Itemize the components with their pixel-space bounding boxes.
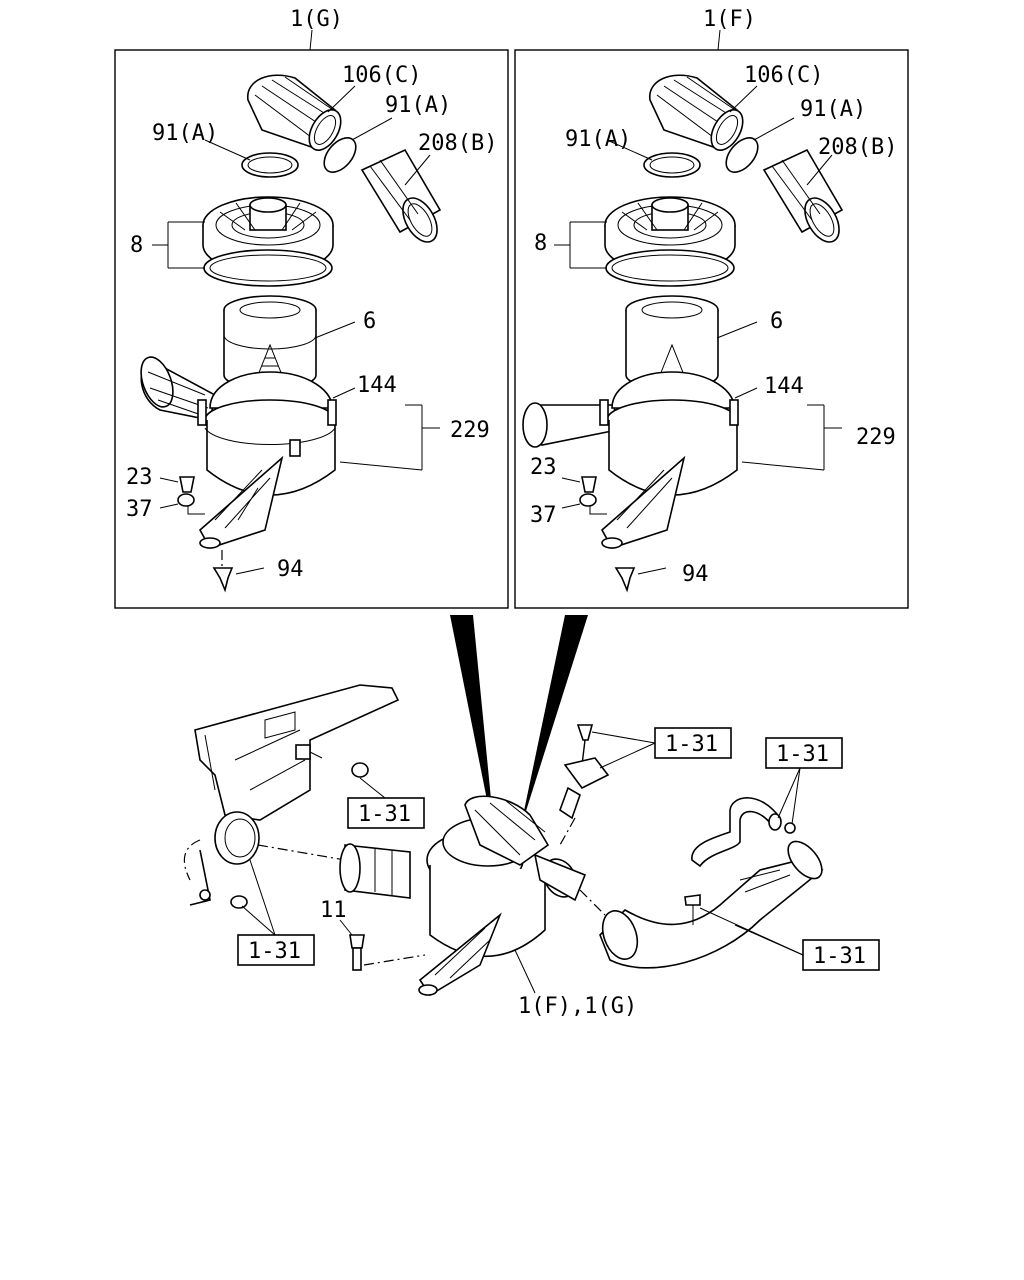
sensor-bracket-icon — [559, 724, 610, 820]
label-8: 8 — [130, 233, 143, 258]
intake-pipe-icon — [599, 840, 824, 969]
bolt-11-icon — [349, 934, 365, 971]
label-94: 94 — [682, 562, 709, 587]
dust-valve-bracket-icon — [198, 455, 284, 549]
filter-element-6-icon — [625, 295, 719, 390]
clip-icon — [684, 894, 701, 906]
label-37: 37 — [530, 503, 557, 528]
label-229: 229 — [856, 425, 896, 450]
label-106c: 106(C) — [744, 63, 823, 88]
intake-duct-208b-icon — [762, 148, 844, 243]
grommet-37-icon — [579, 493, 597, 507]
label-106c: 106(C) — [342, 63, 421, 88]
panel-1g: 1(G) 106(C) 91(A) 91(A) 208(B) — [114, 7, 509, 609]
ref-box-bottom-left: 1-31 — [237, 859, 315, 966]
svg-text:1-31: 1-31 — [248, 939, 301, 964]
cover-8-icon — [202, 196, 334, 287]
housing-229-icon — [522, 371, 739, 496]
label-23: 23 — [530, 455, 557, 480]
label-8: 8 — [534, 231, 547, 256]
elbow-hose-106c-icon — [247, 74, 342, 152]
frame-rail-icon — [183, 684, 400, 909]
ref-box-top-right-b: 1-31 — [765, 737, 843, 825]
grommet-37-icon — [177, 493, 195, 507]
label-23: 23 — [126, 465, 153, 490]
ref-box-top-right-a: 1-31 — [591, 727, 732, 769]
valve-94-icon — [212, 567, 234, 593]
assembly-view: 11 1(F),1(G) 1-31 1-31 1-31 1-31 — [183, 615, 880, 1019]
intake-duct-208b-icon — [360, 148, 442, 243]
svg-text:1-31: 1-31 — [358, 802, 411, 827]
panel-1g-frame — [114, 49, 509, 609]
label-208b: 208(B) — [418, 131, 497, 156]
plug-23-icon — [581, 476, 597, 493]
label-144: 144 — [764, 374, 804, 399]
label-11: 11 — [320, 898, 347, 923]
plug-23-icon — [179, 476, 195, 493]
svg-text:1-31: 1-31 — [776, 742, 829, 767]
label-37: 37 — [126, 497, 153, 522]
panel-1g-title: 1(G) — [290, 7, 343, 32]
panel-1g-title-leader — [309, 29, 313, 51]
cover-8-icon — [604, 196, 736, 287]
label-91a-top: 91(A) — [385, 93, 451, 118]
panel-1f-title: 1(F) — [703, 7, 756, 32]
breather-hose-icon — [691, 797, 796, 868]
pointer-wedge-left — [450, 615, 495, 840]
dust-valve-bracket-icon — [600, 455, 686, 549]
label-208b: 208(B) — [818, 135, 897, 160]
label-91a-top: 91(A) — [800, 97, 866, 122]
valve-94-icon — [614, 567, 636, 593]
label-1f-1g: 1(F),1(G) — [518, 994, 637, 1019]
label-94: 94 — [277, 557, 304, 582]
ref-box-top-left: 1-31 — [347, 777, 425, 829]
label-144: 144 — [357, 373, 397, 398]
ref-box-bottom-right: 1-31 — [699, 907, 880, 971]
pointer-wedge-right — [520, 615, 588, 830]
panel-1f-frame — [514, 49, 909, 609]
label-91a-left: 91(A) — [152, 121, 218, 146]
air-cleaner-assembly-icon — [339, 795, 587, 997]
svg-text:1-31: 1-31 — [665, 732, 718, 757]
label-6: 6 — [770, 309, 783, 334]
panel-1f: 1(F) — [514, 7, 909, 609]
housing-229-icon — [140, 356, 337, 496]
svg-text:1-31: 1-31 — [813, 944, 866, 969]
label-91a-left: 91(A) — [565, 127, 631, 152]
label-229: 229 — [450, 418, 490, 443]
elbow-hose-106c-icon — [649, 74, 744, 152]
label-6: 6 — [363, 309, 376, 334]
